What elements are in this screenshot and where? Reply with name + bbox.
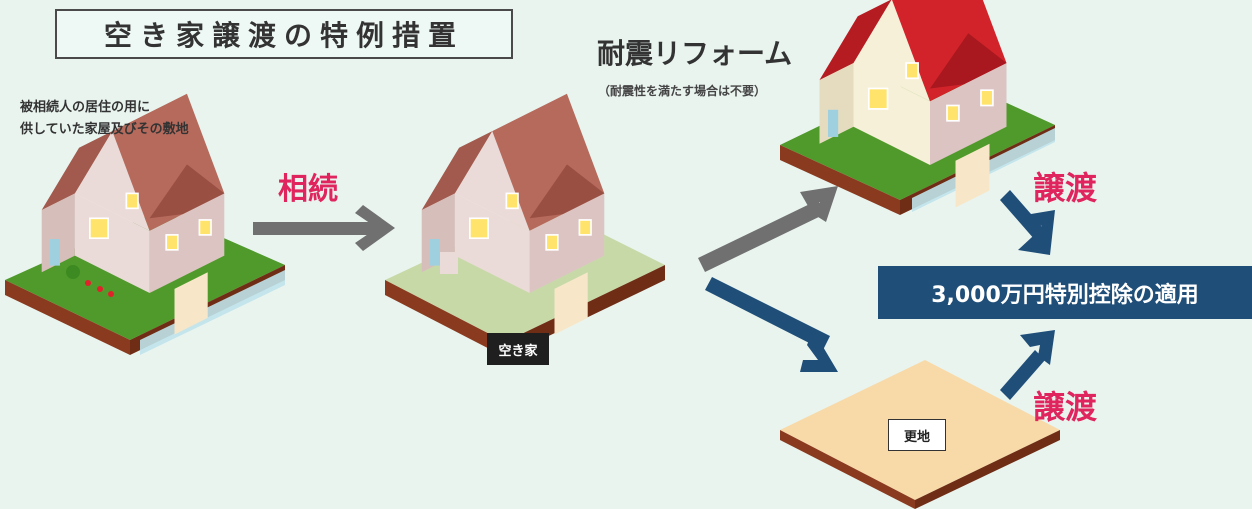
vacant-lot-label: 更地 xyxy=(888,419,946,451)
transfer-label-top: 譲渡 xyxy=(1033,169,1098,207)
page-title: 空き家譲渡の特例措置 xyxy=(55,9,513,59)
reform-note: （耐震性を満たす場合は不要） xyxy=(598,84,767,98)
reform-title: 耐震リフォーム xyxy=(597,37,793,70)
vacant-house-label: 空き家 xyxy=(487,333,549,365)
result-box: 3,000万円特別控除の適用 xyxy=(878,266,1252,319)
house-vacant-icon xyxy=(385,92,665,357)
description-text: 被相続人の居住の用に 供していた家屋及びその敷地 xyxy=(20,97,189,141)
arrow-up-right-icon xyxy=(698,186,838,272)
arrow-right-icon xyxy=(253,205,395,251)
arrow-down-right-icon xyxy=(705,277,838,372)
house-renovated-icon xyxy=(780,0,1055,215)
description-line: 被相続人の居住の用に xyxy=(20,100,151,115)
arrow-up-right-icon xyxy=(1000,330,1055,400)
arrow-down-right-icon xyxy=(1000,190,1055,255)
description-line: 供していた家屋及びその敷地 xyxy=(20,122,189,137)
inherit-label: 相続 xyxy=(278,172,338,207)
house-occupied-icon xyxy=(5,92,285,355)
transfer-label-bottom: 譲渡 xyxy=(1033,388,1098,426)
